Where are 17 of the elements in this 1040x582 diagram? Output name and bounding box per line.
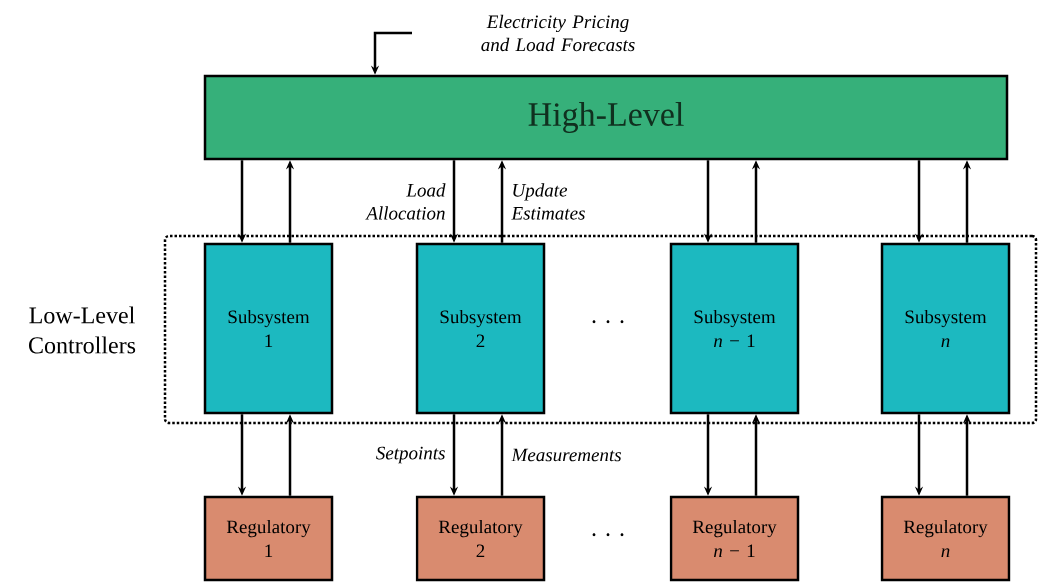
regulatory-box: Regulatory n − 1 [669, 495, 800, 582]
subsystem-box: Subsystem 2 [415, 242, 546, 415]
subsystem-box: Subsystem n − 1 [669, 242, 800, 415]
edge-label: Setpoints [376, 446, 445, 464]
subsystem-box: Subsystem n [880, 242, 1011, 415]
edge-label: Measurements [511, 448, 622, 462]
ellipsis: · · · [592, 320, 624, 324]
edge-label: Electricity Pricing and Load Forecasts [481, 14, 635, 52]
ellipsis: · · · [592, 533, 624, 537]
regulatory-box: Regulatory 2 [415, 495, 546, 582]
edge-label: Update Estimates [511, 183, 585, 220]
regulatory-box: Regulatory 1 [203, 495, 334, 582]
subsystem-box: Subsystem 1 [203, 242, 334, 415]
edge-label: Load Allocation [365, 183, 446, 220]
high-level-box: High-Level [203, 74, 1009, 161]
group-label: Low-Level Controllers [29, 306, 136, 354]
regulatory-box: Regulatory n [880, 495, 1011, 582]
